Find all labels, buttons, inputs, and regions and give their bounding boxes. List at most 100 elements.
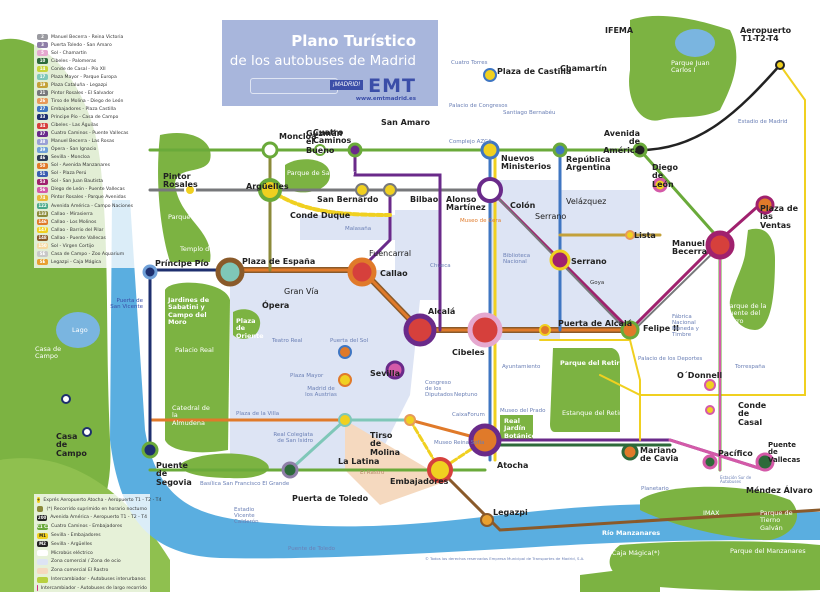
place-lago: Lago [72,326,88,334]
legend-label: Legazpi - Caja Mágica [51,259,102,265]
place-prado: Museo del Prado [500,408,546,414]
stop-label-puente-vallecas: Puente de Vallecas [768,441,801,464]
caja-magica-park [580,565,660,592]
legend-label: Embajadores - Plaza Castilla [51,106,116,112]
legend-label: Sol - Plaza Perú [51,171,87,177]
retiro-shape [550,348,620,432]
stop-label-alcala: Alcalá [428,307,456,316]
station-guzman [314,144,326,156]
stop-label-moncloa: Moncloa [279,132,317,141]
stop-label-avenida-america: Avenida de América [603,129,640,155]
station-manuel-becerra [705,230,735,260]
line-badge: 33 [37,114,48,121]
line-yellow-east [599,64,806,396]
symbol-badge [37,506,44,513]
stop-label-alonso-martinez: Alonso Martínez [446,195,486,213]
place-templo-debod: Templo de Debod [180,245,237,253]
manzanares-park-shape [609,541,820,591]
legend-symbol-item: Zona comercial / Zona de ocio [37,558,147,567]
line-badge: 53 [37,178,48,185]
place-estanque: Estanque del Retiro [562,409,626,417]
zone-chueca [395,210,440,300]
legend-label: Intercambiador - Autobuses interurbanos [51,577,146,583]
line-badge: 3 [37,42,48,49]
stop-label-puerta-alcala: Puerta de Alcalá [558,319,633,328]
place-plaza-oriente: Plaza de Oriente [236,317,264,340]
line-badge: SE [37,251,48,258]
legend-label: Plaza Mayor - Parque Europa [51,74,117,80]
place-palacio-deportes: Palacio de los Deportes [638,356,703,362]
legend-label: Exprés Aeropuerto Atocha - Aeropuerto T1… [43,497,162,503]
station-arguelles [258,178,282,202]
fuente-berro-shape [729,228,775,330]
place-jardin-botanico: Real Jardín Botánico [504,417,537,440]
legend-label: Sol - Chamartín [51,50,87,56]
legend-label: Sol - Avenida Manzanares [51,163,111,169]
legend-label: Callao - Puente Vallecas [51,235,106,241]
place-caja-magica: Caja Mágica(*) [612,549,660,557]
line-airport [638,63,782,152]
line-badge: 5 [37,50,48,57]
line-badge: 26 [37,98,48,105]
line-badge: 122 [37,203,48,209]
station-avenida-america [632,142,648,158]
lago [56,312,100,348]
legend-label: Cuatro Caminos - Embajadores [51,524,123,530]
stop-label-odonnell: O´Donnell [677,371,723,380]
symbol-badge [37,550,48,557]
place-congreso: Congreso de los Diputados [425,380,453,399]
symbol-badge [37,576,48,583]
legend-label: Microbús eléctrico [51,550,93,556]
zone-malasana [300,215,400,240]
legend-label: Sevilla - Moncloa [51,155,90,161]
legend-label: Cuatro Caminos - Puente Vallecas [51,131,129,137]
place-palacio-congresos: Palacio de Congresos [449,103,508,109]
symbol-badge: M1 [37,532,48,539]
line-badge: 27 [37,106,48,113]
legend-label: Ópera - San Ignacio [51,147,97,153]
place-puente-toledo: Puente de Toledo [288,546,336,552]
legend-label: Casa de Campo - Zoo Aquarium [51,251,125,257]
legend-symbol-item: Microbús eléctrico [37,549,147,558]
line-badge: 150 [37,243,48,250]
station-puente-segovia [141,441,159,459]
station-san-bernardo [355,183,369,197]
stop-label-manuel-becerra: Manuel Becerra [672,239,707,257]
stop-label-callao: Callao [380,269,408,278]
stop-label-mendez-alvaro: Méndez Álvaro [746,486,813,495]
stop-label-san-bernardo: San Bernardo [317,195,379,204]
stop-label-san-amaro: San Amaro [381,118,431,127]
stop-label-felipe-ii: Felipe II [643,324,679,333]
place-biblioteca: Biblioteca Nacional [503,253,531,266]
title-line2: de los autobuses de Madrid [229,53,416,69]
station-alcala [403,313,437,347]
stop-label-arguelles: Argüelles [246,182,289,191]
station-embajadores [427,457,453,483]
stop-label-embajadores: Embajadores [390,477,449,486]
stop-label-chamartin: Chamartín [560,64,607,73]
station-pintor-rosales [184,184,196,196]
legend-label: Diego de León - Puente Vallecas [51,187,125,193]
station-puente-vallecas [755,452,775,472]
stop-label-casa-campo: Casa de Campo [56,432,87,458]
website-link[interactable]: www.emtmadrid.es [355,96,416,102]
place-goya: Goya [590,280,605,286]
legend-label: (*) Recorrido suprimido en horario noctu… [46,506,147,512]
station-lista [625,230,635,240]
legend-label: Zona comercial / Zona de ocio [51,559,121,565]
station-moncloa [261,141,279,159]
station-felipe-ii [620,320,640,340]
place-rio: Río Manzanares [602,529,661,537]
parque-oeste-shape [158,132,211,262]
stop-label-opera: Ópera [262,301,290,310]
place-caixaforum: CaixaForum [452,412,485,418]
oriente-shape [233,309,261,339]
